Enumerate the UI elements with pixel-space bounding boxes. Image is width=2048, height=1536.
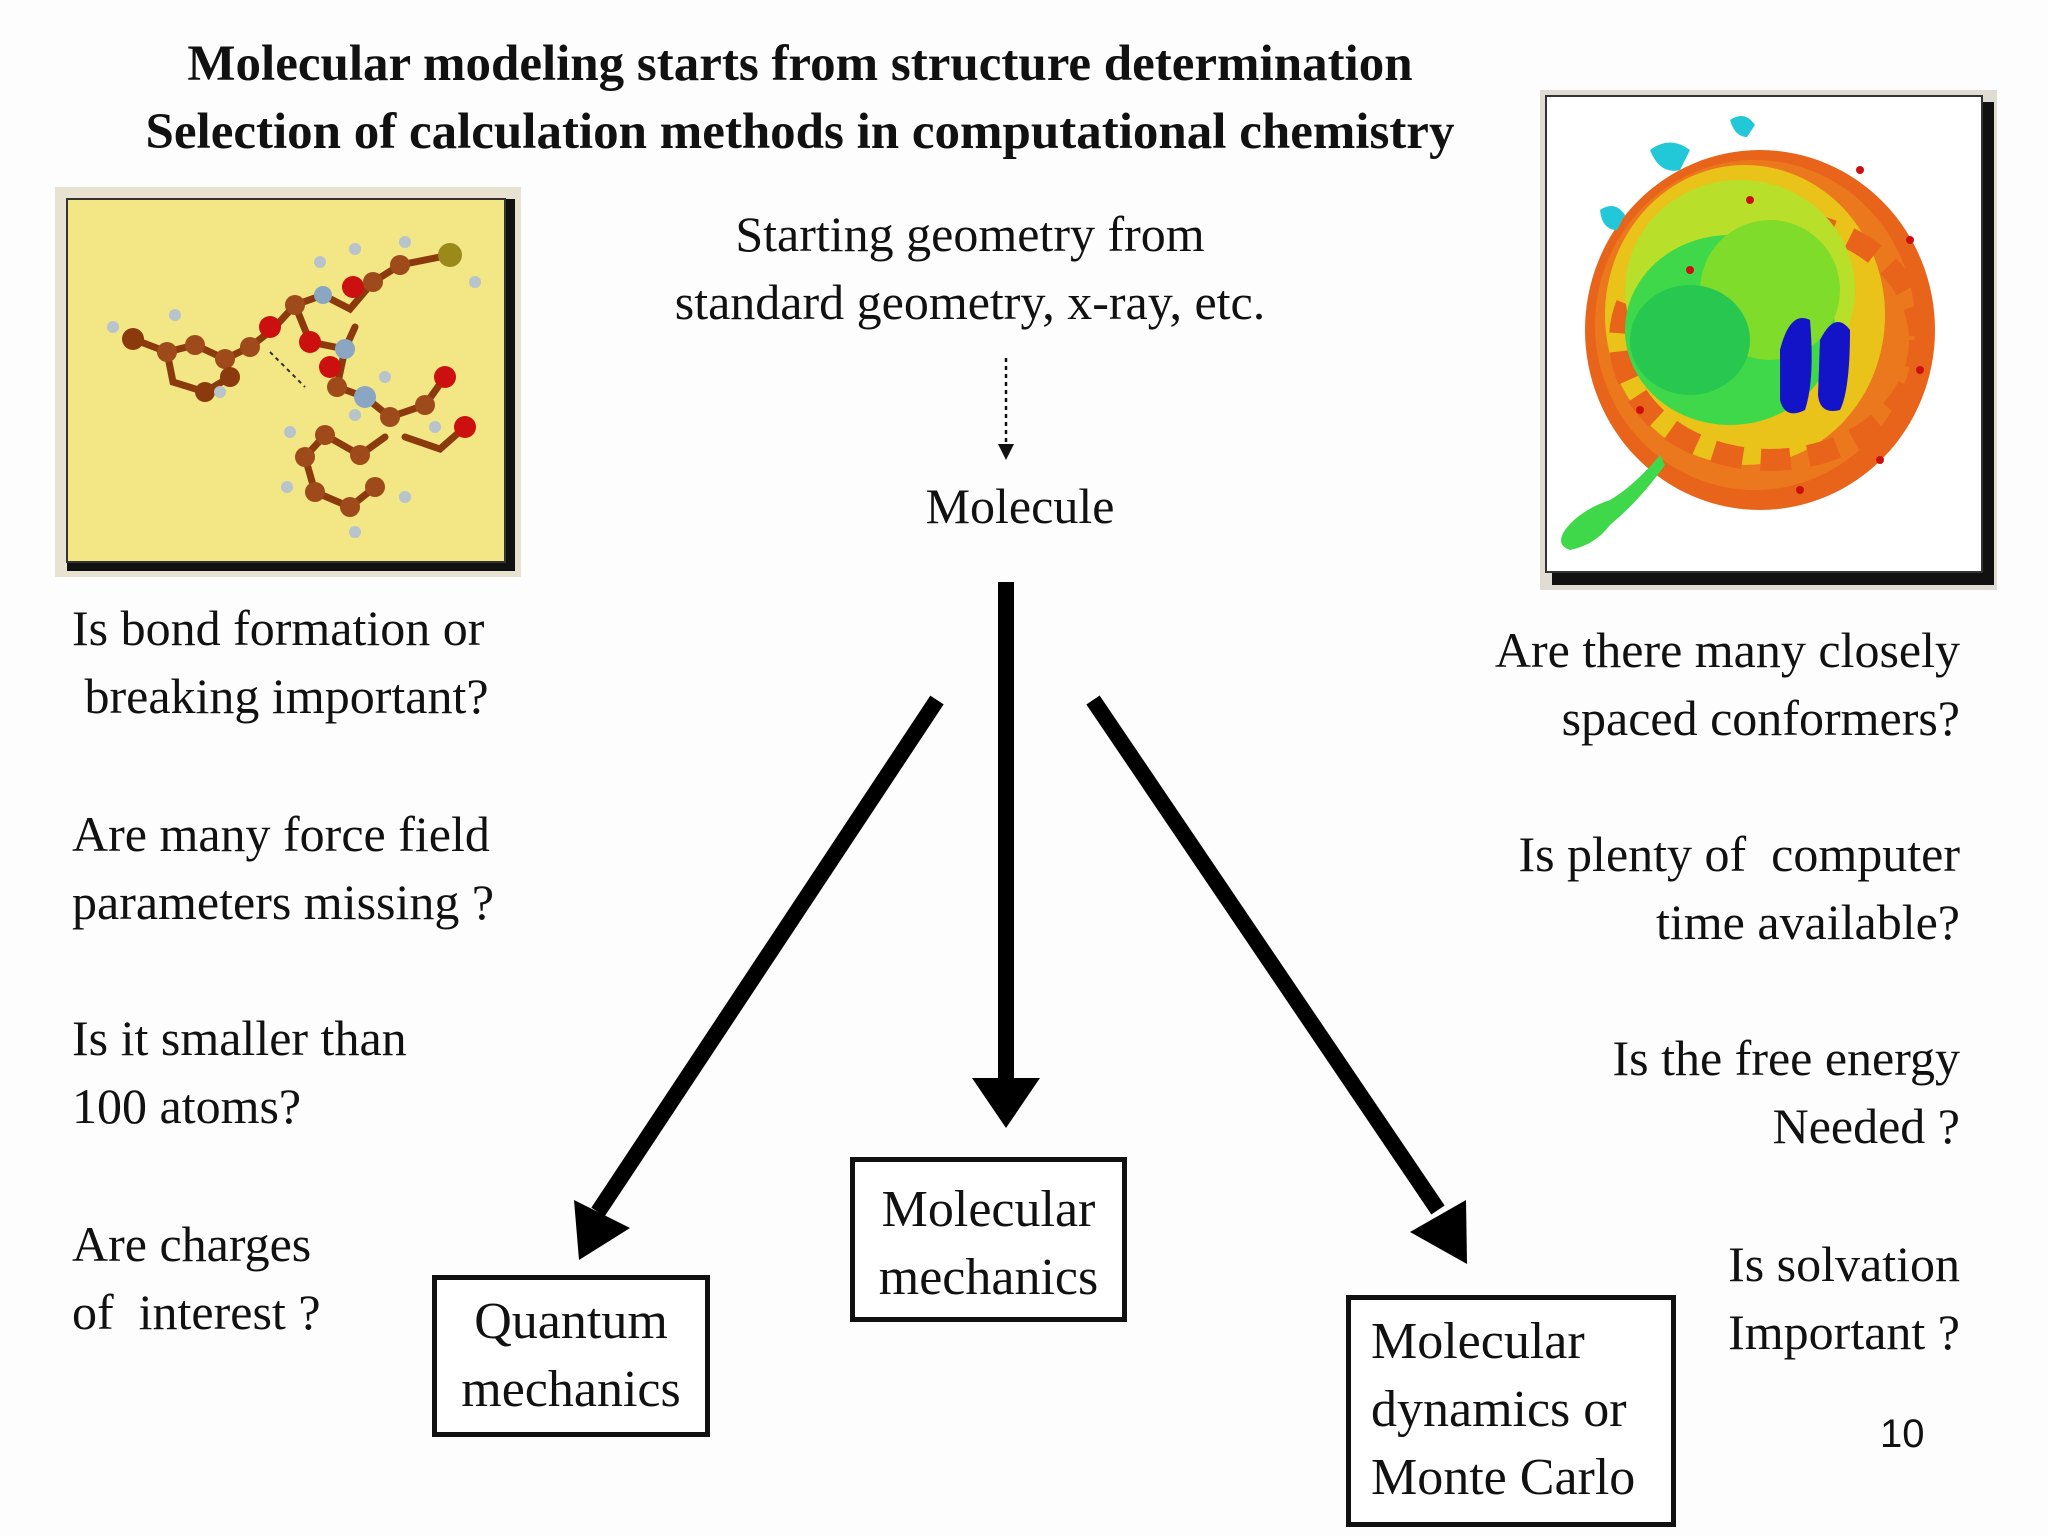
right-question-1-line-2: spaced conformers? — [1561, 690, 1960, 746]
right-question-4-line-1: Is solvation — [1728, 1236, 1960, 1292]
box-line: Quantum — [474, 1293, 668, 1350]
quantum-mechanics-box: Quantum mechanics — [432, 1275, 710, 1437]
left-question-2-line-2: parameters missing ? — [72, 874, 495, 930]
box-line: dynamics or — [1371, 1381, 1627, 1438]
box-line: Molecular — [1371, 1313, 1585, 1370]
right-question-2-line-2: time available? — [1655, 894, 1960, 950]
page-number: 10 — [1880, 1412, 1925, 1456]
right-question-3-line-1: Is the free energy — [1612, 1030, 1960, 1086]
right-question-4-line-2: Important ? — [1728, 1304, 1960, 1360]
left-question-4-line-1: Are charges — [72, 1216, 312, 1272]
starting-geometry-line-2: standard geometry, x-ray, etc. — [674, 274, 1266, 330]
box-line: Molecular — [881, 1181, 1096, 1238]
left-question-2-line-1: Are many force field — [72, 806, 490, 862]
slide-title-line-1: Molecular modeling starts from structure… — [187, 36, 1413, 92]
arrow-to-molecular-dynamics — [1086, 695, 1467, 1264]
small-molecule-image — [55, 187, 521, 577]
small-molecule-drawing — [66, 198, 515, 571]
dotted-arrow — [998, 358, 1014, 460]
left-question-4-line-2: of interest ? — [72, 1284, 321, 1340]
box-line: mechanics — [461, 1361, 681, 1418]
arrow-to-quantum-mechanics — [574, 695, 944, 1260]
arrow-to-molecular-mechanics — [972, 582, 1040, 1128]
protein-drawing — [1545, 95, 1994, 585]
molecular-mechanics-box: Molecular mechanics — [850, 1157, 1127, 1322]
box-line: mechanics — [878, 1249, 1099, 1306]
left-question-3-line-1: Is it smaller than — [72, 1010, 407, 1066]
slide-title-line-2: Selection of calculation methods in comp… — [145, 104, 1455, 160]
molecular-dynamics-box: Molecular dynamics or Monte Carlo — [1346, 1295, 1676, 1527]
starting-geometry-line-1: Starting geometry from — [735, 206, 1205, 262]
molecule-label: Molecule — [925, 478, 1115, 534]
left-question-3-line-2: 100 atoms? — [72, 1078, 302, 1134]
protein-structure-image — [1540, 90, 1997, 590]
left-question-1-line-2: breaking important? — [72, 668, 489, 724]
left-question-1-line-1: Is bond formation or — [72, 600, 485, 656]
right-question-1-line-1: Are there many closely — [1494, 622, 1960, 678]
right-question-2-line-1: Is plenty of computer — [1518, 826, 1960, 882]
right-question-3-line-2: Needed ? — [1772, 1098, 1960, 1154]
box-line: Monte Carlo — [1371, 1449, 1636, 1506]
